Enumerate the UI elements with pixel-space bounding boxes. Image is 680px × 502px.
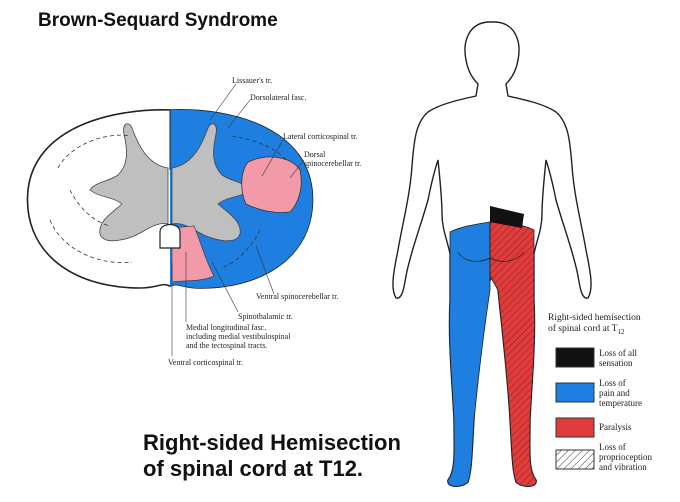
legend-title-line-2: of spinal cord at T12 bbox=[548, 324, 625, 336]
legend-item-paralysis: Paralysis bbox=[599, 422, 632, 432]
label-mlf-2: including medial vestibulospinal bbox=[186, 332, 291, 341]
legend-title: Right-sided hemisection of spinal cord a… bbox=[548, 313, 641, 338]
legend-swatch-hatched bbox=[555, 449, 595, 470]
legend-title-line-1: Right-sided hemisection bbox=[548, 313, 641, 323]
legend-swatch-black bbox=[555, 347, 595, 368]
spinal-cord-cross-section bbox=[26, 83, 314, 356]
caption-line-1: Right-sided Hemisection bbox=[143, 430, 401, 455]
legend-item-loss-proprioception: Loss of proprioception and vibration bbox=[599, 442, 652, 472]
label-mlf-1: Medial longitudinal fasc. bbox=[186, 323, 267, 332]
label-dorsal-spinocerebellar-2: spinocerebellar tr. bbox=[304, 159, 362, 168]
label-mlf-3: and the tectospinal tracts. bbox=[186, 341, 268, 350]
label-dorsal-spinocerebellar-1: Dorsal bbox=[304, 150, 326, 159]
ventral-medial-pink-region bbox=[171, 225, 215, 283]
label-spinothalamic: Spinothalamic tr. bbox=[238, 312, 293, 321]
legend bbox=[555, 347, 595, 470]
label-dorsolateral: Dorsolateral fasc. bbox=[250, 93, 307, 102]
label-ventral-corticospinal: Ventral corticospinal tr. bbox=[168, 358, 243, 367]
legend-swatch-blue bbox=[555, 382, 595, 403]
caption-line-2: of spinal cord at T12. bbox=[143, 456, 364, 481]
legend-swatch-red bbox=[555, 417, 595, 438]
legend-item-loss-all-sensation: Loss of all sensation bbox=[599, 348, 637, 368]
dorsal-spinocerebellar-region bbox=[241, 156, 302, 213]
gray-matter-left bbox=[89, 123, 169, 242]
legend-item-loss-pain-temperature: Loss of pain and temperature bbox=[599, 378, 642, 408]
label-ventral-spinocerebellar: Ventral spinocerebellar tr. bbox=[256, 292, 339, 301]
right-leg-red-region bbox=[489, 221, 537, 487]
label-lissauer: Lissauer's tr. bbox=[232, 76, 273, 85]
ventral-fissure bbox=[159, 223, 181, 249]
human-figure-back-view bbox=[392, 21, 592, 487]
left-leg-blue-region bbox=[447, 221, 491, 487]
label-lateral-corticospinal: Lateral corticospinal tr. bbox=[283, 132, 358, 141]
caption: Right-sided Hemisection of spinal cord a… bbox=[143, 430, 401, 482]
diagram-title: Brown-Sequard Syndrome bbox=[38, 10, 278, 31]
loss-of-all-sensation-band bbox=[490, 206, 524, 228]
